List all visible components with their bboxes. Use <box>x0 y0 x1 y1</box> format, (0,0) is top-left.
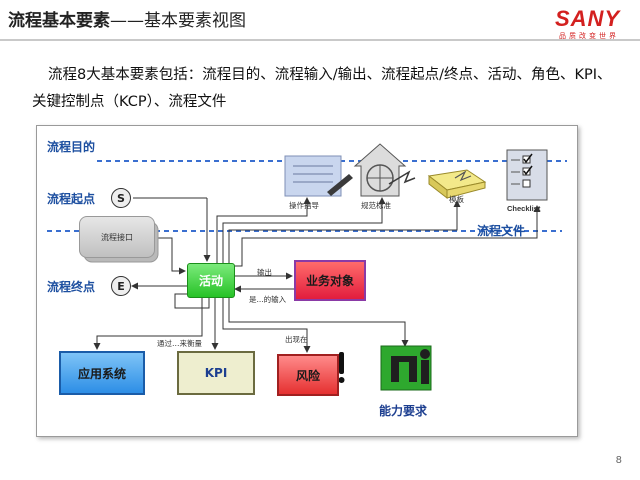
logo-subtitle: 品质改变世界 <box>559 32 619 40</box>
capability-person-icon <box>380 345 432 391</box>
label-process-start: 流程起点 <box>47 192 96 206</box>
start-symbol: S <box>111 188 131 208</box>
output-label: 输出 <box>257 268 272 277</box>
application-system-box: 应用系统 <box>59 351 145 395</box>
title-divider <box>0 39 640 41</box>
template-icon <box>427 169 487 200</box>
sany-logo: SANY 品质改变世界 <box>555 8 635 41</box>
label-process-end: 流程终点 <box>47 280 96 294</box>
risk-box: 风险 <box>277 354 339 396</box>
title-rest: ——基本要素视图 <box>110 11 246 31</box>
checklist-icon <box>506 149 548 201</box>
kpi-box: KPI <box>177 351 255 395</box>
doc-template-label: 模板 <box>449 195 464 204</box>
operation-guide-icon <box>284 155 353 197</box>
label-process-purpose: 流程目的 <box>47 140 96 154</box>
page-number: 8 <box>615 455 622 466</box>
intro-paragraph: 流程8大基本要素包括：流程目的、流程输入/输出、流程起点/终点、活动、角色、KP… <box>32 67 612 110</box>
doc-guide-label: 操作指导 <box>289 201 319 210</box>
end-symbol: E <box>111 276 131 296</box>
business-object-box: 业务对象 <box>294 260 366 301</box>
kpi-link-label: 通过…来衡量 <box>157 339 202 348</box>
slide-title: 流程基本要素——基本要素视图 <box>8 6 246 31</box>
logo-text: SANY <box>555 6 621 31</box>
activity-box: 活动 <box>187 263 235 298</box>
exclamation-icon <box>338 352 345 383</box>
title-bold: 流程基本要素 <box>8 11 110 31</box>
standard-house-icon <box>353 143 416 197</box>
process-interface: 流程接口 <box>79 216 155 258</box>
doc-checklist-label: Checklist <box>507 204 541 213</box>
risk-link-label: 出现在 <box>285 335 308 344</box>
doc-standard-label: 规范标准 <box>361 201 391 210</box>
input-label: 是...的输入 <box>249 295 287 304</box>
process-elements-diagram: 流程目的 流程起点 S 流程终点 E 流程文件 流程接口 活动 业务对象 输出 … <box>36 125 578 437</box>
label-process-files: 流程文件 <box>477 224 526 238</box>
capability-label: 能力要求 <box>379 404 428 418</box>
